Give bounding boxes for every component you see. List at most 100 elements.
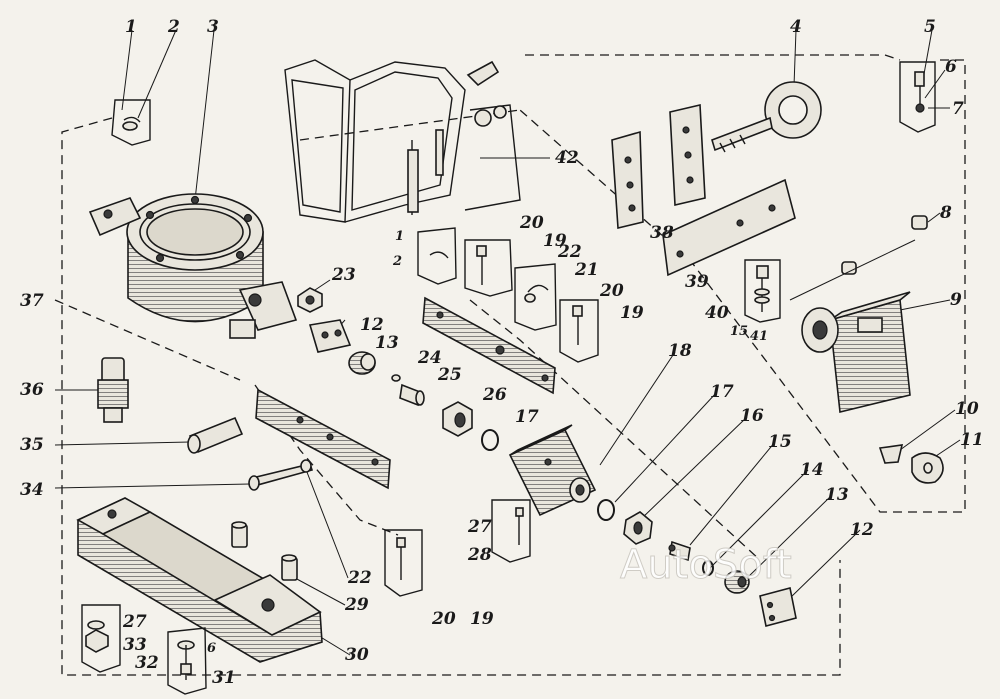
- label-7: 7: [952, 99, 964, 119]
- part-4-key: [711, 81, 822, 153]
- label-27-upper: 27: [467, 517, 492, 537]
- group-outline-right: [519, 54, 966, 513]
- label-6-b: 6: [207, 641, 216, 656]
- part-42-latch: [435, 129, 444, 176]
- part-26-flange-nut: [442, 401, 473, 437]
- part-10-11-cap-and-seal: [878, 444, 944, 484]
- label-17-upper: 17: [515, 407, 539, 427]
- leader-lines: [54, 29, 961, 656]
- label-26: 26: [482, 385, 507, 405]
- label-19-c: 19: [470, 609, 494, 629]
- label-32: 32: [135, 653, 159, 673]
- label-16: 16: [740, 406, 764, 426]
- label-6: 6: [945, 57, 957, 77]
- label-5: 5: [924, 17, 936, 37]
- label-18: 18: [668, 341, 692, 361]
- callout-labels: 1 2 3 4 5 6 7 8 9 10 11 12 12 13 13 14 1…: [20, 17, 984, 688]
- label-17-lower: 17: [710, 382, 734, 402]
- part-21-22-clip-pin: [514, 263, 557, 331]
- label-30: 30: [345, 645, 369, 665]
- label-15-upper: 15: [730, 324, 748, 339]
- part-5-6-7-bolt-set: [899, 61, 936, 133]
- label-14: 14: [800, 460, 824, 480]
- label-21: 21: [574, 260, 599, 280]
- part-38-angle-brackets: [611, 104, 706, 229]
- part-17-o-ring: [481, 429, 615, 521]
- part-12-block: [308, 319, 352, 353]
- label-33: 33: [123, 635, 147, 655]
- label-23: 23: [331, 265, 356, 285]
- label-19-a: 19: [543, 231, 567, 251]
- label-11: 11: [960, 430, 984, 450]
- label-37: 37: [20, 291, 44, 311]
- group-outline-mid: [254, 384, 399, 536]
- part-18-valve-block: [508, 424, 597, 517]
- explode-axis-line: [469, 299, 761, 561]
- label-20-a: 20: [519, 213, 544, 233]
- label-12-upper: 12: [360, 315, 384, 335]
- part-16-nut: [623, 511, 653, 545]
- label-40: 40: [705, 303, 729, 323]
- label-24: 24: [417, 348, 442, 368]
- watermark: AutoSoft: [620, 542, 792, 588]
- part-29-spacers: [231, 521, 298, 581]
- label-13-upper: 13: [375, 333, 399, 353]
- label-29: 29: [344, 595, 369, 615]
- part-19-bar-upper: [422, 296, 556, 395]
- part-20-bolt-b: [559, 299, 599, 363]
- label-38: 38: [650, 223, 674, 243]
- label-10: 10: [955, 399, 979, 419]
- label-19-b: 19: [620, 303, 644, 323]
- label-2: 2: [167, 17, 180, 37]
- part-39-plate: [662, 178, 796, 277]
- label-34: 34: [20, 480, 44, 500]
- label-20-b: 20: [599, 281, 624, 301]
- part-36-king-pin: [97, 357, 129, 423]
- part-40-41-bolt-set: [744, 259, 781, 323]
- part-13-bushing: [348, 351, 376, 375]
- label-42: 42: [555, 148, 579, 168]
- part-3-turntable-housing: [88, 193, 298, 339]
- label-9: 9: [950, 290, 962, 310]
- label-4: 4: [790, 17, 802, 37]
- part-25-fitting: [399, 383, 425, 407]
- part-27-33-nut-washer: [81, 604, 121, 673]
- label-27-lower: 27: [122, 612, 147, 632]
- part-20-bolt-c: [384, 529, 423, 597]
- part-27-28-bolt: [491, 499, 531, 563]
- part-9-gear-motor: [801, 291, 911, 413]
- label-31: 31: [212, 668, 236, 688]
- part-15-valve: [668, 540, 691, 562]
- part-31-32-bolt-washer: [167, 627, 207, 695]
- label-1-b: 1: [395, 229, 404, 244]
- part-1-2-pin-clip-b: [417, 227, 457, 285]
- part-24-washer: [391, 374, 401, 382]
- label-28: 28: [467, 545, 492, 565]
- label-22-lower: 22: [347, 568, 372, 588]
- label-25: 25: [437, 365, 462, 385]
- part-12-block-b: [759, 587, 797, 627]
- group-outline-left: [61, 117, 841, 676]
- label-39: 39: [685, 272, 709, 292]
- label-35: 35: [20, 435, 44, 455]
- part-34-long-bolt: [248, 459, 314, 491]
- label-36: 36: [20, 380, 44, 400]
- part-13-bushing-b: [724, 570, 750, 594]
- part-14-ring: [702, 560, 714, 576]
- label-41: 41: [750, 329, 768, 344]
- label-22-upper: 22: [557, 242, 582, 262]
- explode-line-37: [54, 299, 241, 381]
- label-3: 3: [207, 17, 219, 37]
- label-13-lower: 13: [825, 485, 849, 505]
- label-2-b: 2: [392, 254, 402, 269]
- label-15-lower: 15: [768, 432, 792, 452]
- label-1: 1: [125, 17, 137, 37]
- cab-outline: [284, 59, 521, 223]
- label-12-lower: 12: [850, 520, 874, 540]
- part-8-bushing: [789, 215, 928, 301]
- part-23-nut: [297, 287, 323, 313]
- label-8: 8: [939, 203, 952, 223]
- part-20-bolt-a: [464, 239, 513, 297]
